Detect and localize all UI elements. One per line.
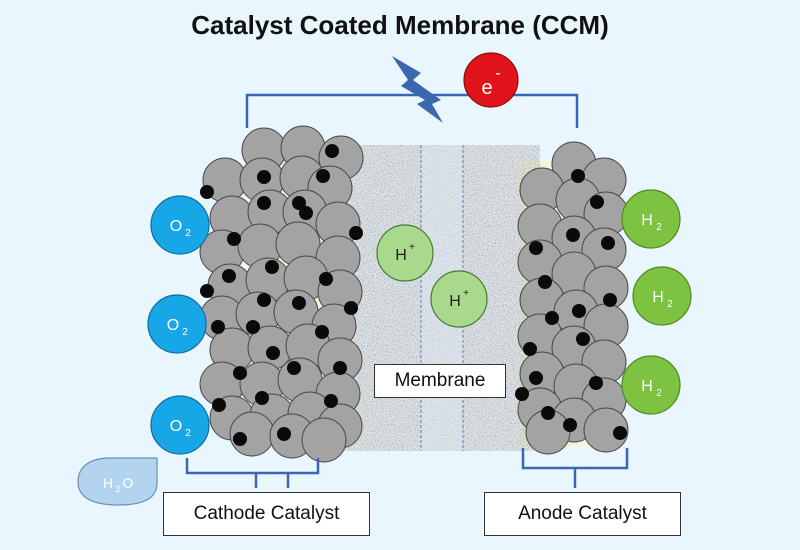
external-circuit-wire <box>245 93 579 128</box>
membrane-label: Membrane <box>374 364 506 398</box>
water-subscript: 2 <box>115 484 120 494</box>
oxygen-2-symbol: O <box>167 317 179 334</box>
catalyst-dot <box>589 376 603 390</box>
catalyst-dot <box>324 394 338 408</box>
catalyst-dots <box>200 144 627 446</box>
catalyst-dot <box>287 361 301 375</box>
hydrogen-molecule-3: H 2 <box>621 355 681 415</box>
proton-1-charge: + <box>409 242 415 253</box>
catalyst-dot <box>211 320 225 334</box>
catalyst-dot <box>325 144 339 158</box>
hydrogen-3-subscript: 2 <box>656 388 662 399</box>
proton-2-symbol: H <box>449 293 461 310</box>
catalyst-dot <box>246 320 260 334</box>
oxygen-3-subscript: 2 <box>185 428 191 439</box>
catalyst-dot <box>545 311 559 325</box>
hydrogen-3-symbol: H <box>641 378 653 395</box>
anode-catalyst-particle <box>583 407 629 453</box>
lightning-bolt-icon <box>392 56 443 123</box>
oxygen-molecule-1: O 2 <box>150 195 210 255</box>
catalyst-dot <box>299 206 313 220</box>
catalyst-dot <box>515 387 529 401</box>
water-symbol-o: O <box>123 475 134 491</box>
electron-charge: - <box>495 65 500 82</box>
catalyst-dot <box>316 169 330 183</box>
diagram-title: Catalyst Coated Membrane (CCM) <box>191 10 609 40</box>
catalyst-dot <box>563 418 577 432</box>
oxygen-1-subscript: 2 <box>185 228 191 239</box>
catalyst-dot <box>265 260 279 274</box>
catalyst-dot <box>315 325 329 339</box>
anode-brace <box>521 448 629 488</box>
catalyst-dot <box>529 241 543 255</box>
catalyst-dot <box>344 301 358 315</box>
oxygen-1-symbol: O <box>170 218 182 235</box>
catalyst-dot <box>319 272 333 286</box>
anode-catalyst-label: Anode Catalyst <box>484 492 681 536</box>
catalyst-dot <box>590 195 604 209</box>
electron-circle <box>463 52 519 108</box>
catalyst-dot <box>233 366 247 380</box>
catalyst-dot <box>200 284 214 298</box>
catalyst-dot <box>529 371 543 385</box>
hydrogen-2-symbol: H <box>652 289 664 306</box>
hydrogen-1-subscript: 2 <box>656 222 662 233</box>
catalyst-dot <box>572 304 586 318</box>
catalyst-dot <box>212 398 226 412</box>
catalyst-dot <box>257 196 271 210</box>
oxygen-molecule-2: O 2 <box>147 294 207 354</box>
catalyst-dot <box>292 296 306 310</box>
catalyst-dot <box>576 332 590 346</box>
proton-1: H + <box>376 224 434 282</box>
proton-2: H + <box>430 270 488 328</box>
catalyst-dot <box>257 170 271 184</box>
catalyst-dot <box>571 169 585 183</box>
catalyst-dot <box>333 361 347 375</box>
catalyst-dot <box>523 342 537 356</box>
cathode-catalyst-particle <box>301 417 347 463</box>
oxygen-2-subscript: 2 <box>182 327 188 338</box>
cathode-catalyst-particles <box>199 125 364 463</box>
catalyst-dot <box>292 196 306 210</box>
catalyst-dot <box>541 406 555 420</box>
catalyst-dot <box>603 293 617 307</box>
electron: e - <box>463 52 519 108</box>
catalyst-dot <box>200 185 214 199</box>
electron-symbol: e <box>481 77 492 99</box>
catalyst-dot <box>255 391 269 405</box>
hydrogen-1-symbol: H <box>641 212 653 229</box>
cathode-catalyst-label: Cathode Catalyst <box>163 492 370 536</box>
catalyst-dot <box>601 236 615 250</box>
oxygen-molecule-3: O 2 <box>150 395 210 455</box>
water-droplet: H 2 O <box>77 457 158 506</box>
catalyst-dot <box>277 427 291 441</box>
proton-2-charge: + <box>463 288 469 299</box>
water-symbol-h: H <box>103 475 113 491</box>
water-droplet-shape <box>77 457 158 506</box>
hydrogen-2-subscript: 2 <box>667 299 673 310</box>
catalyst-dot <box>227 232 241 246</box>
catalyst-dot <box>566 228 580 242</box>
catalyst-dot <box>222 269 236 283</box>
catalyst-dot <box>349 226 363 240</box>
oxygen-3-symbol: O <box>170 418 182 435</box>
catalyst-dot <box>233 432 247 446</box>
catalyst-dot <box>266 346 280 360</box>
hydrogen-molecule-2: H 2 <box>632 266 692 326</box>
proton-1-symbol: H <box>395 247 407 264</box>
catalyst-dot <box>613 426 627 440</box>
catalyst-dot <box>538 275 552 289</box>
catalyst-dot <box>257 293 271 307</box>
cathode-brace <box>185 458 320 488</box>
hydrogen-molecule-1: H 2 <box>621 189 681 249</box>
